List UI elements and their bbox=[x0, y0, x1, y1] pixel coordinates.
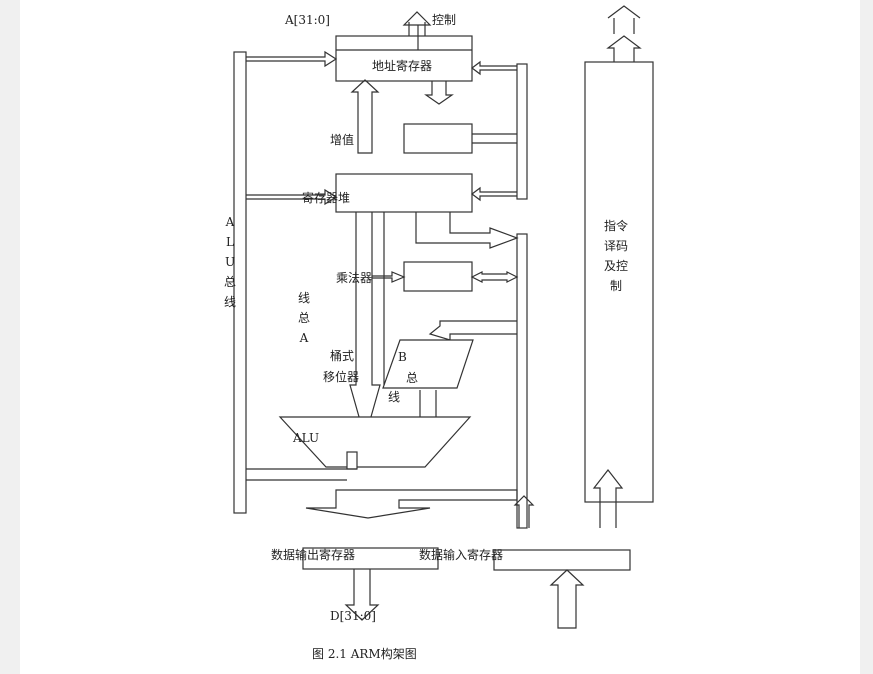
figure-caption: 图 2.1 ARM构架图 bbox=[312, 647, 417, 661]
data-in-register-box bbox=[493, 549, 631, 571]
control-arrow bbox=[402, 11, 432, 50]
data-out-register-label: 数据输出寄存器 bbox=[271, 548, 356, 562]
data-in-register-label: 数据输入寄存器 bbox=[419, 548, 504, 562]
data-out-arrow bbox=[305, 489, 518, 519]
arm-architecture-diagram bbox=[233, 5, 654, 629]
barrel-shifter-label-2: 移位器 bbox=[323, 370, 360, 384]
address-register-box bbox=[335, 35, 473, 82]
multiplier-box bbox=[403, 261, 473, 292]
b-bus-bar bbox=[516, 233, 528, 529]
a-bus-label: 线 总 A bbox=[298, 291, 311, 345]
instruction-fetch-arrow bbox=[606, 5, 642, 62]
data-bus-arrow bbox=[344, 569, 380, 621]
register-to-bbus-arrow bbox=[415, 212, 519, 249]
data-bus-label: D[31:0] bbox=[330, 609, 376, 623]
pc-bus-bar bbox=[516, 63, 528, 200]
b-bus-label-b: B bbox=[398, 350, 407, 364]
alu-label: ALU bbox=[293, 431, 320, 445]
b-bus-label-xian: 线 bbox=[388, 390, 401, 404]
increment-arrow bbox=[350, 79, 380, 154]
multiplier-right-arrow bbox=[470, 271, 519, 283]
instruction-decode-box bbox=[584, 61, 654, 503]
address-out-arrow bbox=[424, 81, 454, 105]
alu-bus-label: A L U 总 线 bbox=[224, 215, 237, 309]
barrel-shifter-label-1: 桶式 bbox=[330, 349, 355, 363]
address-register-label: 地址寄存器 bbox=[372, 59, 433, 73]
incrementer-box bbox=[403, 123, 473, 154]
increment-label: 增值 bbox=[330, 133, 355, 147]
alu-to-register-arrow bbox=[246, 188, 338, 206]
register-file-label: 寄存器堆 bbox=[302, 191, 351, 205]
document-page: A[31:0] 控制 地址寄存器 增值 寄存器堆 乘法器 桶式 移位器 ALU … bbox=[20, 0, 860, 674]
alu-shape bbox=[278, 416, 472, 468]
barrel-shifter-shape bbox=[382, 339, 474, 389]
bbus-to-shifter-arrow bbox=[428, 320, 517, 341]
multiplier-label: 乘法器 bbox=[336, 271, 373, 285]
b-bus-label-zong: 总 bbox=[406, 371, 419, 385]
multiplier-left-arrow bbox=[372, 271, 406, 283]
address-bus-label: A[31:0] bbox=[285, 13, 330, 27]
alu-bus-bar bbox=[233, 51, 247, 514]
a-bus-line bbox=[349, 212, 381, 441]
instruction-decode-label: 指令 译码 及控 制 bbox=[604, 219, 629, 293]
instruction-in-arrow bbox=[592, 469, 624, 528]
data-in-arrow bbox=[549, 569, 585, 629]
register-file-box bbox=[335, 173, 473, 213]
control-label: 控制 bbox=[432, 13, 457, 27]
alu-to-address-arrow bbox=[246, 50, 338, 68]
